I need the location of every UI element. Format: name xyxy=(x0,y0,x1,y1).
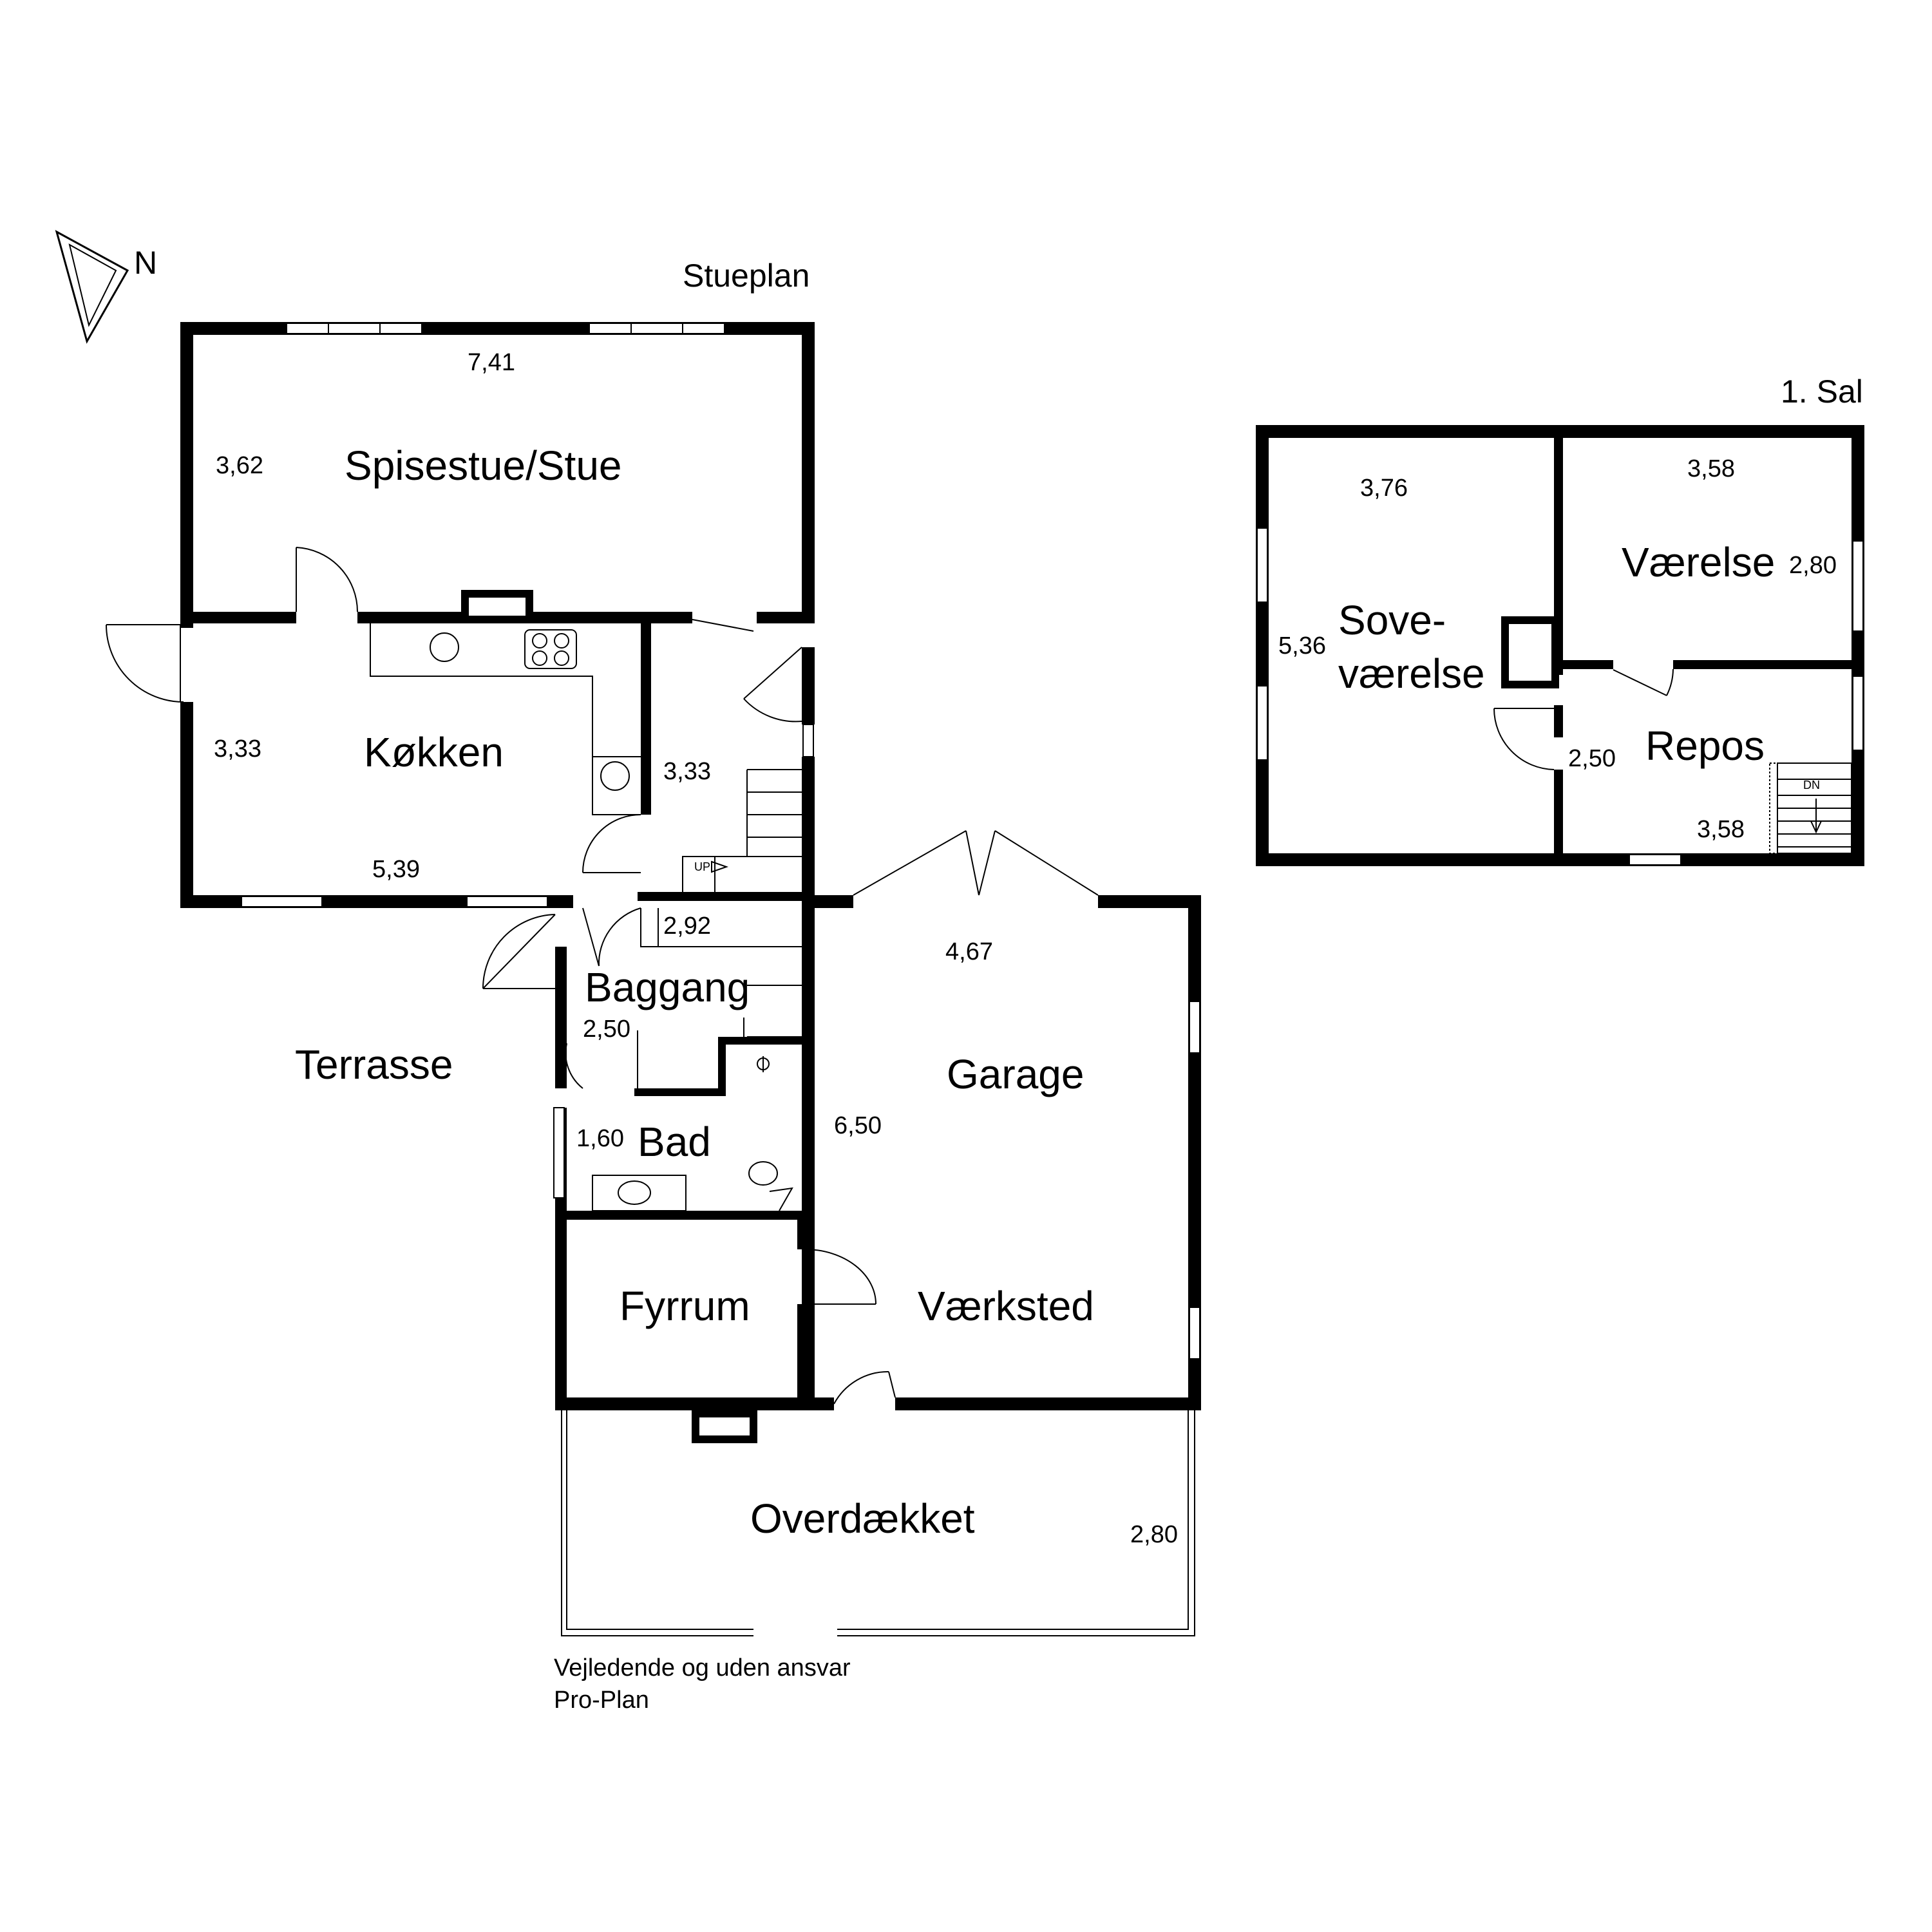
ground-floor-windows xyxy=(241,323,1200,1359)
room-back-hall: Baggang xyxy=(585,964,750,1010)
first-floor-walls xyxy=(1256,425,1864,866)
dim-hall-depth: 3,33 xyxy=(663,758,711,785)
disclaimer-line2: Pro-Plan xyxy=(554,1687,649,1714)
dim-kitchen-width: 5,39 xyxy=(372,856,420,883)
room-kitchen: Køkken xyxy=(364,729,504,775)
first-floor-windows xyxy=(1256,527,1864,866)
ground-floor-fixtures xyxy=(106,547,1195,1636)
dim-garage-width: 4,67 xyxy=(945,938,993,965)
dim-living-depth: 3,62 xyxy=(216,452,263,479)
dim-garage-depth: 6,50 xyxy=(834,1112,882,1139)
room-terrace: Terrasse xyxy=(295,1041,453,1088)
first-floor-fixtures xyxy=(1493,668,1852,854)
room-living: Spisestue/Stue xyxy=(345,442,622,489)
stair-arrow-icon xyxy=(711,860,729,873)
dim-room-depth: 2,80 xyxy=(1789,552,1837,579)
room-bedroom-line2: værelse xyxy=(1338,650,1485,697)
room-room: Værelse xyxy=(1622,539,1775,585)
ground-floor-walls xyxy=(180,322,1201,1443)
room-landing: Repos xyxy=(1645,723,1765,769)
dim-living-width: 7,41 xyxy=(468,349,515,376)
dim-covered-depth: 2,80 xyxy=(1130,1521,1178,1548)
dim-landing-depth: 2,50 xyxy=(1568,745,1616,772)
room-bath: Bad xyxy=(638,1119,711,1165)
room-workshop: Værksted xyxy=(918,1283,1094,1329)
stair-down-label: DN xyxy=(1803,779,1820,791)
dim-landing-width: 3,58 xyxy=(1697,816,1745,843)
room-covered: Overdækket xyxy=(750,1495,975,1542)
dim-bedroom-depth: 5,36 xyxy=(1278,632,1326,659)
disclaimer-line1: Vejledende og uden ansvar xyxy=(554,1654,851,1681)
dim-room-width: 3,58 xyxy=(1687,455,1735,482)
dim-stair-width: 2,92 xyxy=(663,913,711,940)
room-garage: Garage xyxy=(947,1051,1084,1097)
first-floor-title: 1. Sal xyxy=(1781,374,1863,410)
dim-back-hall-depth: 2,50 xyxy=(583,1016,630,1043)
dim-kitchen-depth: 3,33 xyxy=(214,735,261,762)
dim-bath-depth: 1,60 xyxy=(576,1125,624,1152)
north-arrow-icon xyxy=(55,229,129,344)
room-boiler: Fyrrum xyxy=(620,1283,750,1329)
north-label: N xyxy=(134,245,157,281)
stair-up-label: UP xyxy=(694,860,710,873)
ground-floor-title: Stueplan xyxy=(683,258,810,294)
room-bedroom-line1: Sove- xyxy=(1338,597,1446,643)
dim-bedroom-width: 3,76 xyxy=(1360,475,1408,502)
